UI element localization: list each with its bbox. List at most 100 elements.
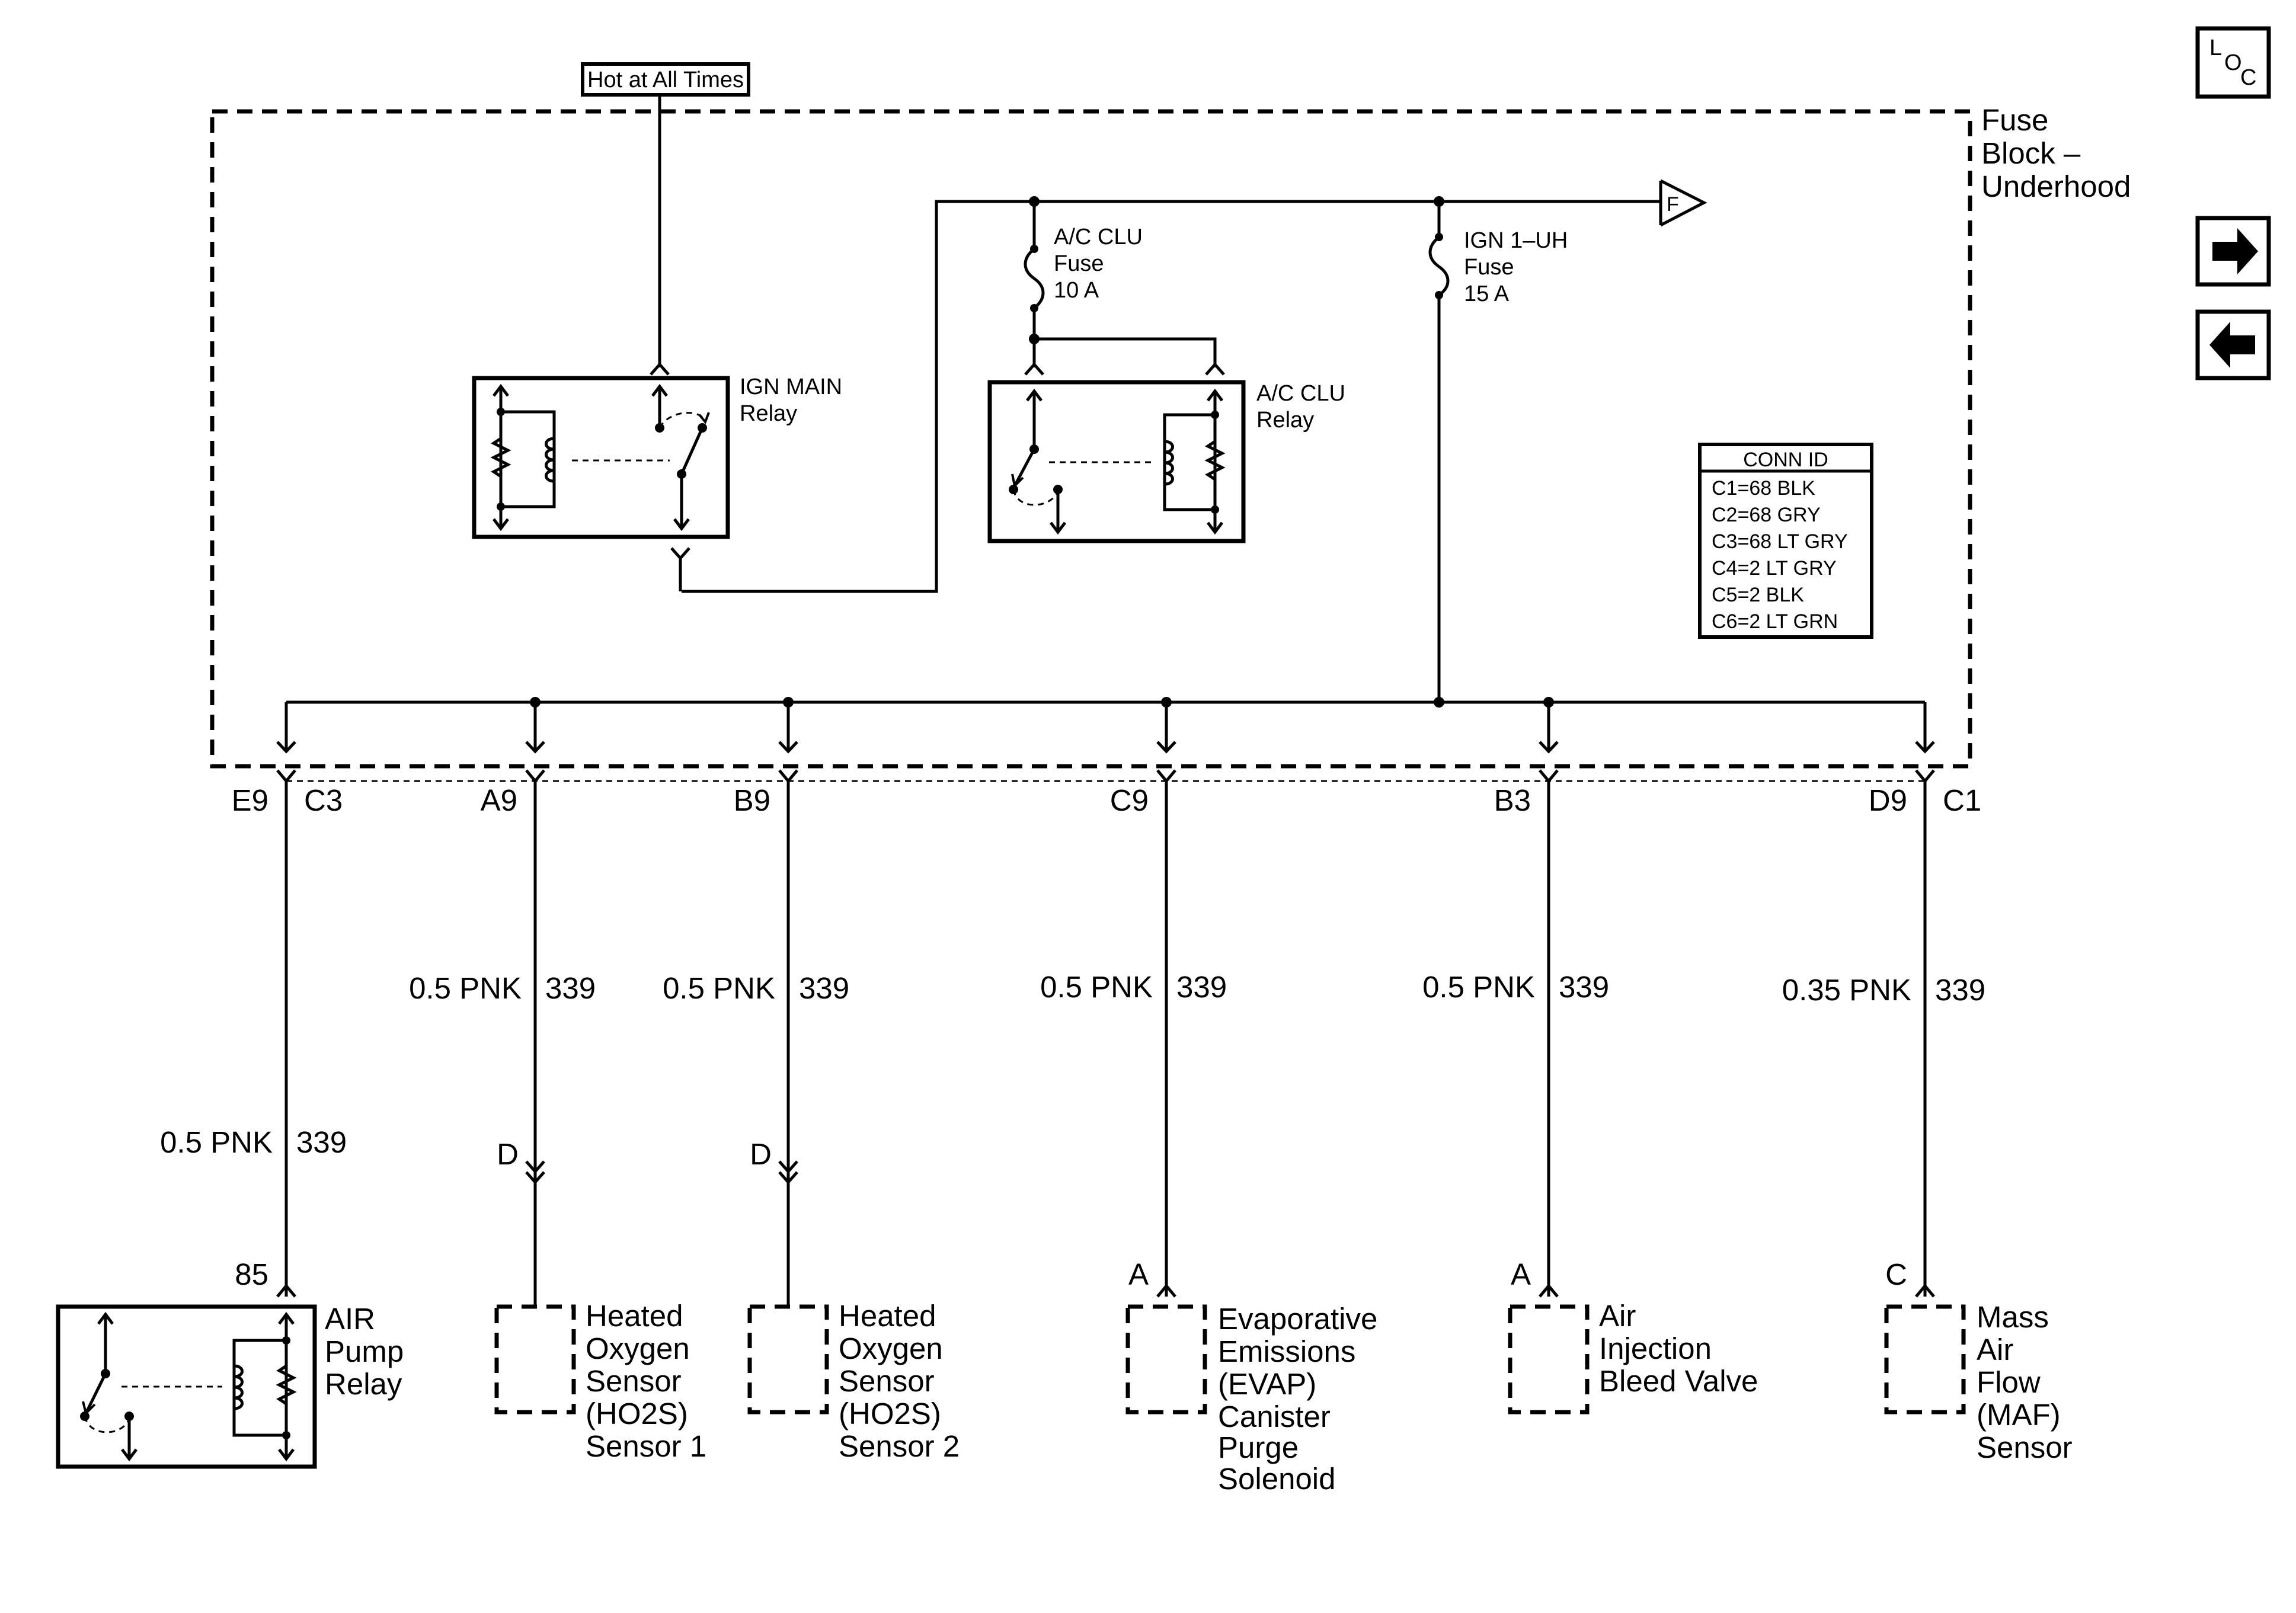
air-pump-relay [56,1304,317,1469]
svg-text:C3: C3 [304,783,343,817]
air-pump-relay-label: AIR Pump Relay [325,1302,404,1401]
inline-connector-d: D D [497,1137,798,1185]
svg-text:C6=2 LT GRN: C6=2 LT GRN [1712,610,1838,633]
evap-solenoid-outline [1125,1304,1207,1414]
next-page-button[interactable] [2195,216,2271,287]
svg-text:Solenoid: Solenoid [1218,1462,1336,1496]
loc-letter: O [2224,50,2242,75]
fuse-block-outline [210,109,1972,769]
svg-text:E9: E9 [232,783,268,817]
svg-text:Air: Air [1599,1299,1636,1333]
svg-text:(EVAP): (EVAP) [1218,1367,1316,1401]
relay-output-bus [682,200,1661,593]
air-injection-valve-outline [1508,1304,1590,1414]
svg-text:A/C CLU: A/C CLU [1054,225,1143,249]
hot-at-all-times-label: Hot at All Times [581,62,750,97]
svg-text:Fuse: Fuse [1981,103,2048,137]
svg-text:C1=68 BLK: C1=68 BLK [1712,477,1815,500]
evap-solenoid-label: Evaporative Emissions (EVAP) Canister Pu… [1218,1302,1377,1496]
svg-text:0.5 PNK: 0.5 PNK [663,971,775,1005]
svg-text:Canister: Canister [1218,1400,1331,1433]
svg-text:0.5 PNK: 0.5 PNK [160,1125,273,1159]
svg-text:0.5 PNK: 0.5 PNK [1422,970,1535,1004]
svg-text:CONN ID: CONN ID [1743,449,1828,471]
svg-text:Fuse: Fuse [1054,251,1104,276]
svg-text:339: 339 [1559,970,1609,1004]
svg-text:C: C [1885,1257,1907,1291]
svg-text:Bleed Valve: Bleed Valve [1599,1364,1758,1398]
ac-clu-fuse-label: A/C CLU Fuse 10 A [1054,225,1143,303]
svg-text:Pump: Pump [325,1334,404,1368]
svg-text:Purge: Purge [1218,1430,1299,1464]
svg-text:0.35 PNK: 0.35 PNK [1782,973,1911,1007]
svg-text:C5=2 BLK: C5=2 BLK [1712,584,1804,606]
svg-text:C2=68 GRY: C2=68 GRY [1712,504,1821,526]
svg-text:A/C CLU: A/C CLU [1256,381,1345,406]
component-pin-chevrons: 85 A A C [235,1257,1935,1298]
svg-text:A9: A9 [481,783,517,817]
svg-text:Block –: Block – [1981,136,2081,170]
arrow-left-icon [2209,322,2255,368]
svg-text:Sensor: Sensor [1977,1430,2073,1464]
loc-button[interactable]: L O C [2195,26,2271,99]
svg-text:Heated: Heated [839,1299,936,1333]
svg-text:Flow: Flow [1977,1365,2041,1399]
svg-text:Injection: Injection [1599,1332,1712,1365]
ign-main-relay-label: IGN MAIN Relay [740,375,842,426]
svg-text:Mass: Mass [1977,1300,2049,1334]
svg-text:A: A [1128,1257,1149,1291]
svg-text:Sensor 2: Sensor 2 [839,1429,960,1463]
svg-text:C1: C1 [1943,783,1981,817]
svg-text:B9: B9 [734,783,770,817]
svg-text:AIR: AIR [325,1302,375,1336]
ign-main-relay [472,362,730,591]
arrow-right-icon [2212,228,2258,274]
svg-text:C4=2 LT GRY: C4=2 LT GRY [1712,557,1837,580]
svg-text:Emissions: Emissions [1218,1334,1355,1368]
ac-clu-fuse [1024,201,1045,339]
ac-relay-feed-wire [1034,337,1217,367]
svg-text:(HO2S): (HO2S) [586,1397,688,1430]
fuse-block-title: Fuse Block – Underhood [1981,103,2131,203]
svg-text:339: 339 [799,971,849,1005]
svg-text:339: 339 [1176,970,1227,1004]
svg-text:339: 339 [296,1125,347,1159]
maf-sensor-label: Mass Air Flow (MAF) Sensor [1977,1300,2073,1464]
svg-text:Oxygen: Oxygen [839,1332,943,1365]
svg-text:B3: B3 [1494,783,1531,817]
pin-labels: E9 C3 A9 B9 C9 B3 D9 C1 [232,783,1982,817]
svg-text:IGN MAIN: IGN MAIN [740,375,842,399]
svg-text:Oxygen: Oxygen [586,1332,690,1365]
svg-text:15 A: 15 A [1464,281,1510,306]
ho2s-sensor-1-outline [494,1304,576,1414]
svg-text:D: D [497,1137,519,1171]
svg-text:0.5 PNK: 0.5 PNK [1040,970,1153,1004]
svg-text:Sensor: Sensor [586,1364,682,1398]
svg-text:Heated: Heated [586,1299,683,1333]
svg-text:IGN 1–UH: IGN 1–UH [1464,228,1568,253]
connector-chevrons [276,769,1935,783]
svg-text:0.5 PNK: 0.5 PNK [409,971,522,1005]
svg-text:Air: Air [1977,1333,2013,1366]
svg-text:C9: C9 [1110,783,1149,817]
junction-dot [1434,697,1444,708]
svg-text:Fuse: Fuse [1464,255,1514,280]
conn-id-table: CONN ID C1=68 BLK C2=68 GRY C3=68 LT GRY… [1698,443,1873,639]
svg-text:Relay: Relay [740,401,797,426]
svg-text:Sensor: Sensor [839,1364,935,1398]
svg-text:D9: D9 [1869,783,1907,817]
wire-labels: 0.5 PNK 339 0.5 PNK 339 0.5 PNK 339 0.5 … [160,970,1985,1159]
svg-text:A: A [1511,1257,1531,1291]
previous-page-button[interactable] [2195,309,2271,380]
svg-text:Underhood: Underhood [1981,169,2131,203]
svg-text:10 A: 10 A [1054,278,1099,303]
ign-1-uh-fuse [1428,201,1450,702]
feed-connector-f: F [1659,179,1707,227]
svg-text:Hot at All Times: Hot at All Times [587,68,744,92]
maf-sensor-outline [1884,1304,1966,1414]
ho2s-sensor-2-label: Heated Oxygen Sensor (HO2S) Sensor 2 [839,1299,960,1463]
svg-text:339: 339 [545,971,596,1005]
loc-letter: L [2209,36,2222,60]
ho2s-sensor-2-outline [747,1304,829,1414]
